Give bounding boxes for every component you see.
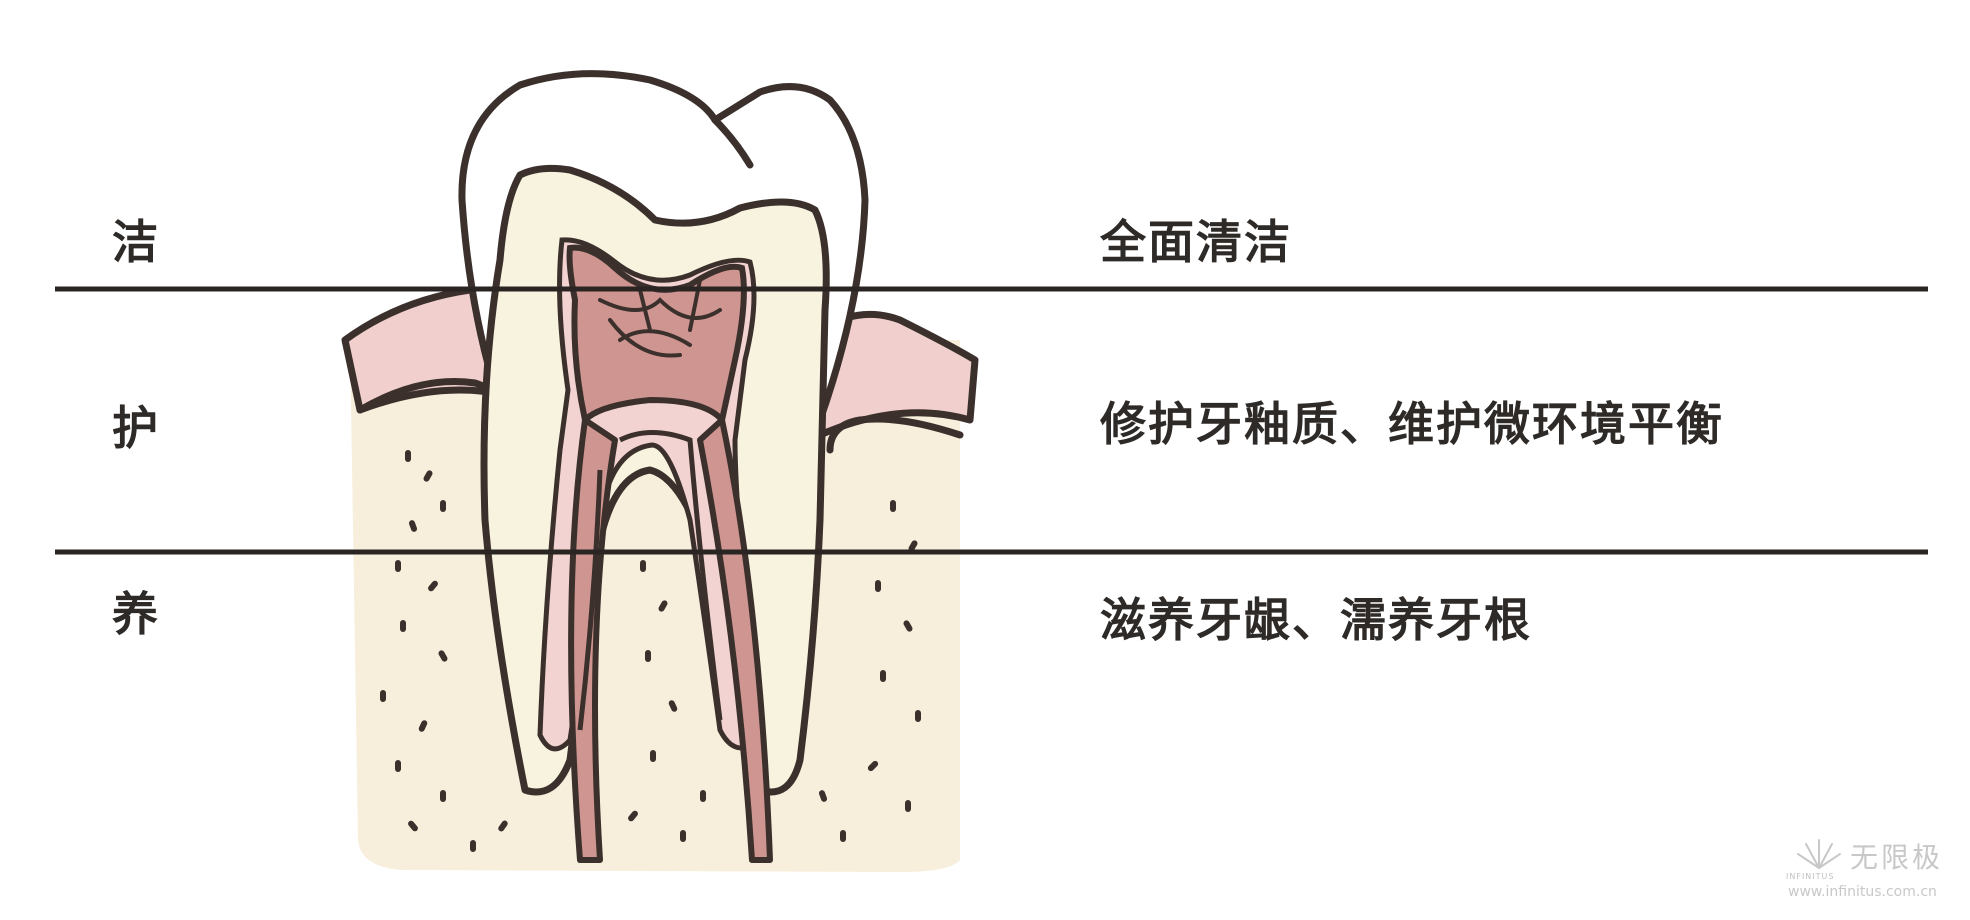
bone-edge-right bbox=[826, 415, 964, 454]
watermark: 无限极 INFINITUS www.infinitus.com.cn bbox=[1786, 836, 1956, 900]
sunburst-logo-icon bbox=[1797, 839, 1841, 869]
watermark-english: INFINITUS bbox=[1786, 872, 1835, 881]
label-clean: 洁 bbox=[112, 215, 158, 269]
bone-texture bbox=[380, 450, 921, 852]
root-inner-arc bbox=[618, 430, 723, 721]
desc-protect: 修护牙釉质、维护微环境平衡 bbox=[1100, 397, 1724, 451]
root-canal-right bbox=[697, 417, 773, 863]
label-protect: 护 bbox=[112, 401, 158, 455]
desc-nourish: 滋养牙龈、濡养牙根 bbox=[1100, 593, 1532, 647]
nerve-lines bbox=[598, 278, 722, 358]
watermark-brand: 无限极 bbox=[1850, 841, 1944, 874]
crown-fissure bbox=[711, 116, 754, 169]
label-nourish: 养 bbox=[112, 587, 158, 641]
desc-clean: 全面清洁 bbox=[1100, 215, 1292, 269]
watermark-url: www.infinitus.com.cn bbox=[1788, 884, 1937, 900]
root-inner-arc-2 bbox=[577, 469, 603, 731]
